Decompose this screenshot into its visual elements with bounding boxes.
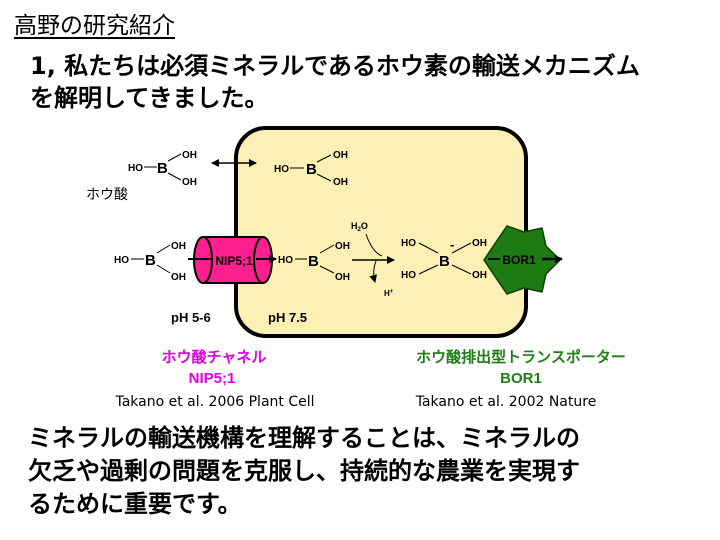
nip5-channel-label: NIP5;1	[215, 254, 253, 268]
ho-label: HO	[401, 270, 416, 281]
water-label: H2O	[351, 221, 368, 233]
ph-outside-label: pH 5-6	[171, 310, 211, 325]
oh-label: OH	[333, 177, 348, 188]
ho-label: HO	[278, 255, 293, 266]
cell	[234, 126, 528, 338]
molecule-boric-acid-outside: HO B OH OH	[128, 150, 197, 188]
boron-atom: B	[306, 161, 317, 178]
summary-line-1: ミネラルの輸送機構を理解することは、ミネラルの	[28, 424, 580, 452]
bor1-caption: ホウ酸排出型トランスポーター	[416, 348, 626, 366]
summary-line-2: 欠乏や過剰の問題を克服し、持続的な農業を実現す	[28, 457, 580, 485]
boric-acid-label: ホウ酸	[86, 187, 128, 203]
boron-atom: B	[439, 253, 450, 270]
molecule-boric-acid-inside-row: HO B OH OH	[278, 241, 350, 283]
molecule-borate: HO HO B - OH OH	[401, 237, 487, 281]
ph-inside-label: pH 7.5	[268, 310, 307, 325]
molecule-boric-acid-inside-top: HO B OH OH	[274, 150, 348, 188]
ho-label: HO	[401, 238, 416, 249]
boron-atom: B	[308, 253, 319, 270]
ho-label: HO	[128, 163, 143, 174]
oh-label: OH	[182, 150, 197, 161]
nip5-channel: NIP5;1	[193, 236, 273, 284]
ho-label: HO	[274, 164, 289, 175]
oh-label: OH	[335, 272, 350, 283]
oh-label: OH	[472, 238, 487, 249]
boron-atom: B	[145, 252, 156, 269]
headline-line-1: 1, 私たちは必須ミネラルであるホウ素の輸送メカニズム	[30, 52, 640, 80]
bor1-reference: Takano et al. 2002 Nature	[415, 394, 597, 410]
oh-label: OH	[171, 241, 186, 252]
bor1-transporter-label: BOR1	[502, 253, 536, 267]
summary-text: ミネラルの輸送機構を理解することは、ミネラルの 欠乏や過剰の問題を克服し、持続的…	[28, 422, 580, 521]
negative-charge: -	[450, 237, 454, 252]
nip5-name: NIP5;1	[189, 370, 236, 387]
oh-label: OH	[472, 270, 487, 281]
nip5-reference: Takano et al. 2006 Plant Cell	[114, 394, 314, 410]
boron-atom: B	[157, 160, 168, 177]
headline: 1, 私たちは必須ミネラルであるホウ素の輸送メカニズム を解明してきました。	[30, 50, 640, 114]
molecule-boric-acid-outside-row: HO B OH OH	[114, 241, 186, 283]
oh-label: OH	[333, 150, 348, 161]
headline-line-2: を解明してきました。	[30, 84, 269, 112]
water-in-arrow	[365, 233, 383, 257]
ho-label: HO	[114, 255, 129, 266]
bor1-transporter	[483, 225, 562, 295]
proton-out-arrow	[369, 260, 378, 283]
bor1-name: BOR1	[500, 370, 542, 387]
oh-label: OH	[171, 272, 186, 283]
summary-line-3: るために重要です。	[28, 490, 242, 518]
page-title: 高野の研究紹介	[14, 13, 175, 39]
oh-label: OH	[335, 241, 350, 252]
proton-label: H+	[384, 289, 394, 298]
oh-label: OH	[182, 177, 197, 188]
nip5-caption: ホウ酸チャネル	[162, 348, 267, 366]
